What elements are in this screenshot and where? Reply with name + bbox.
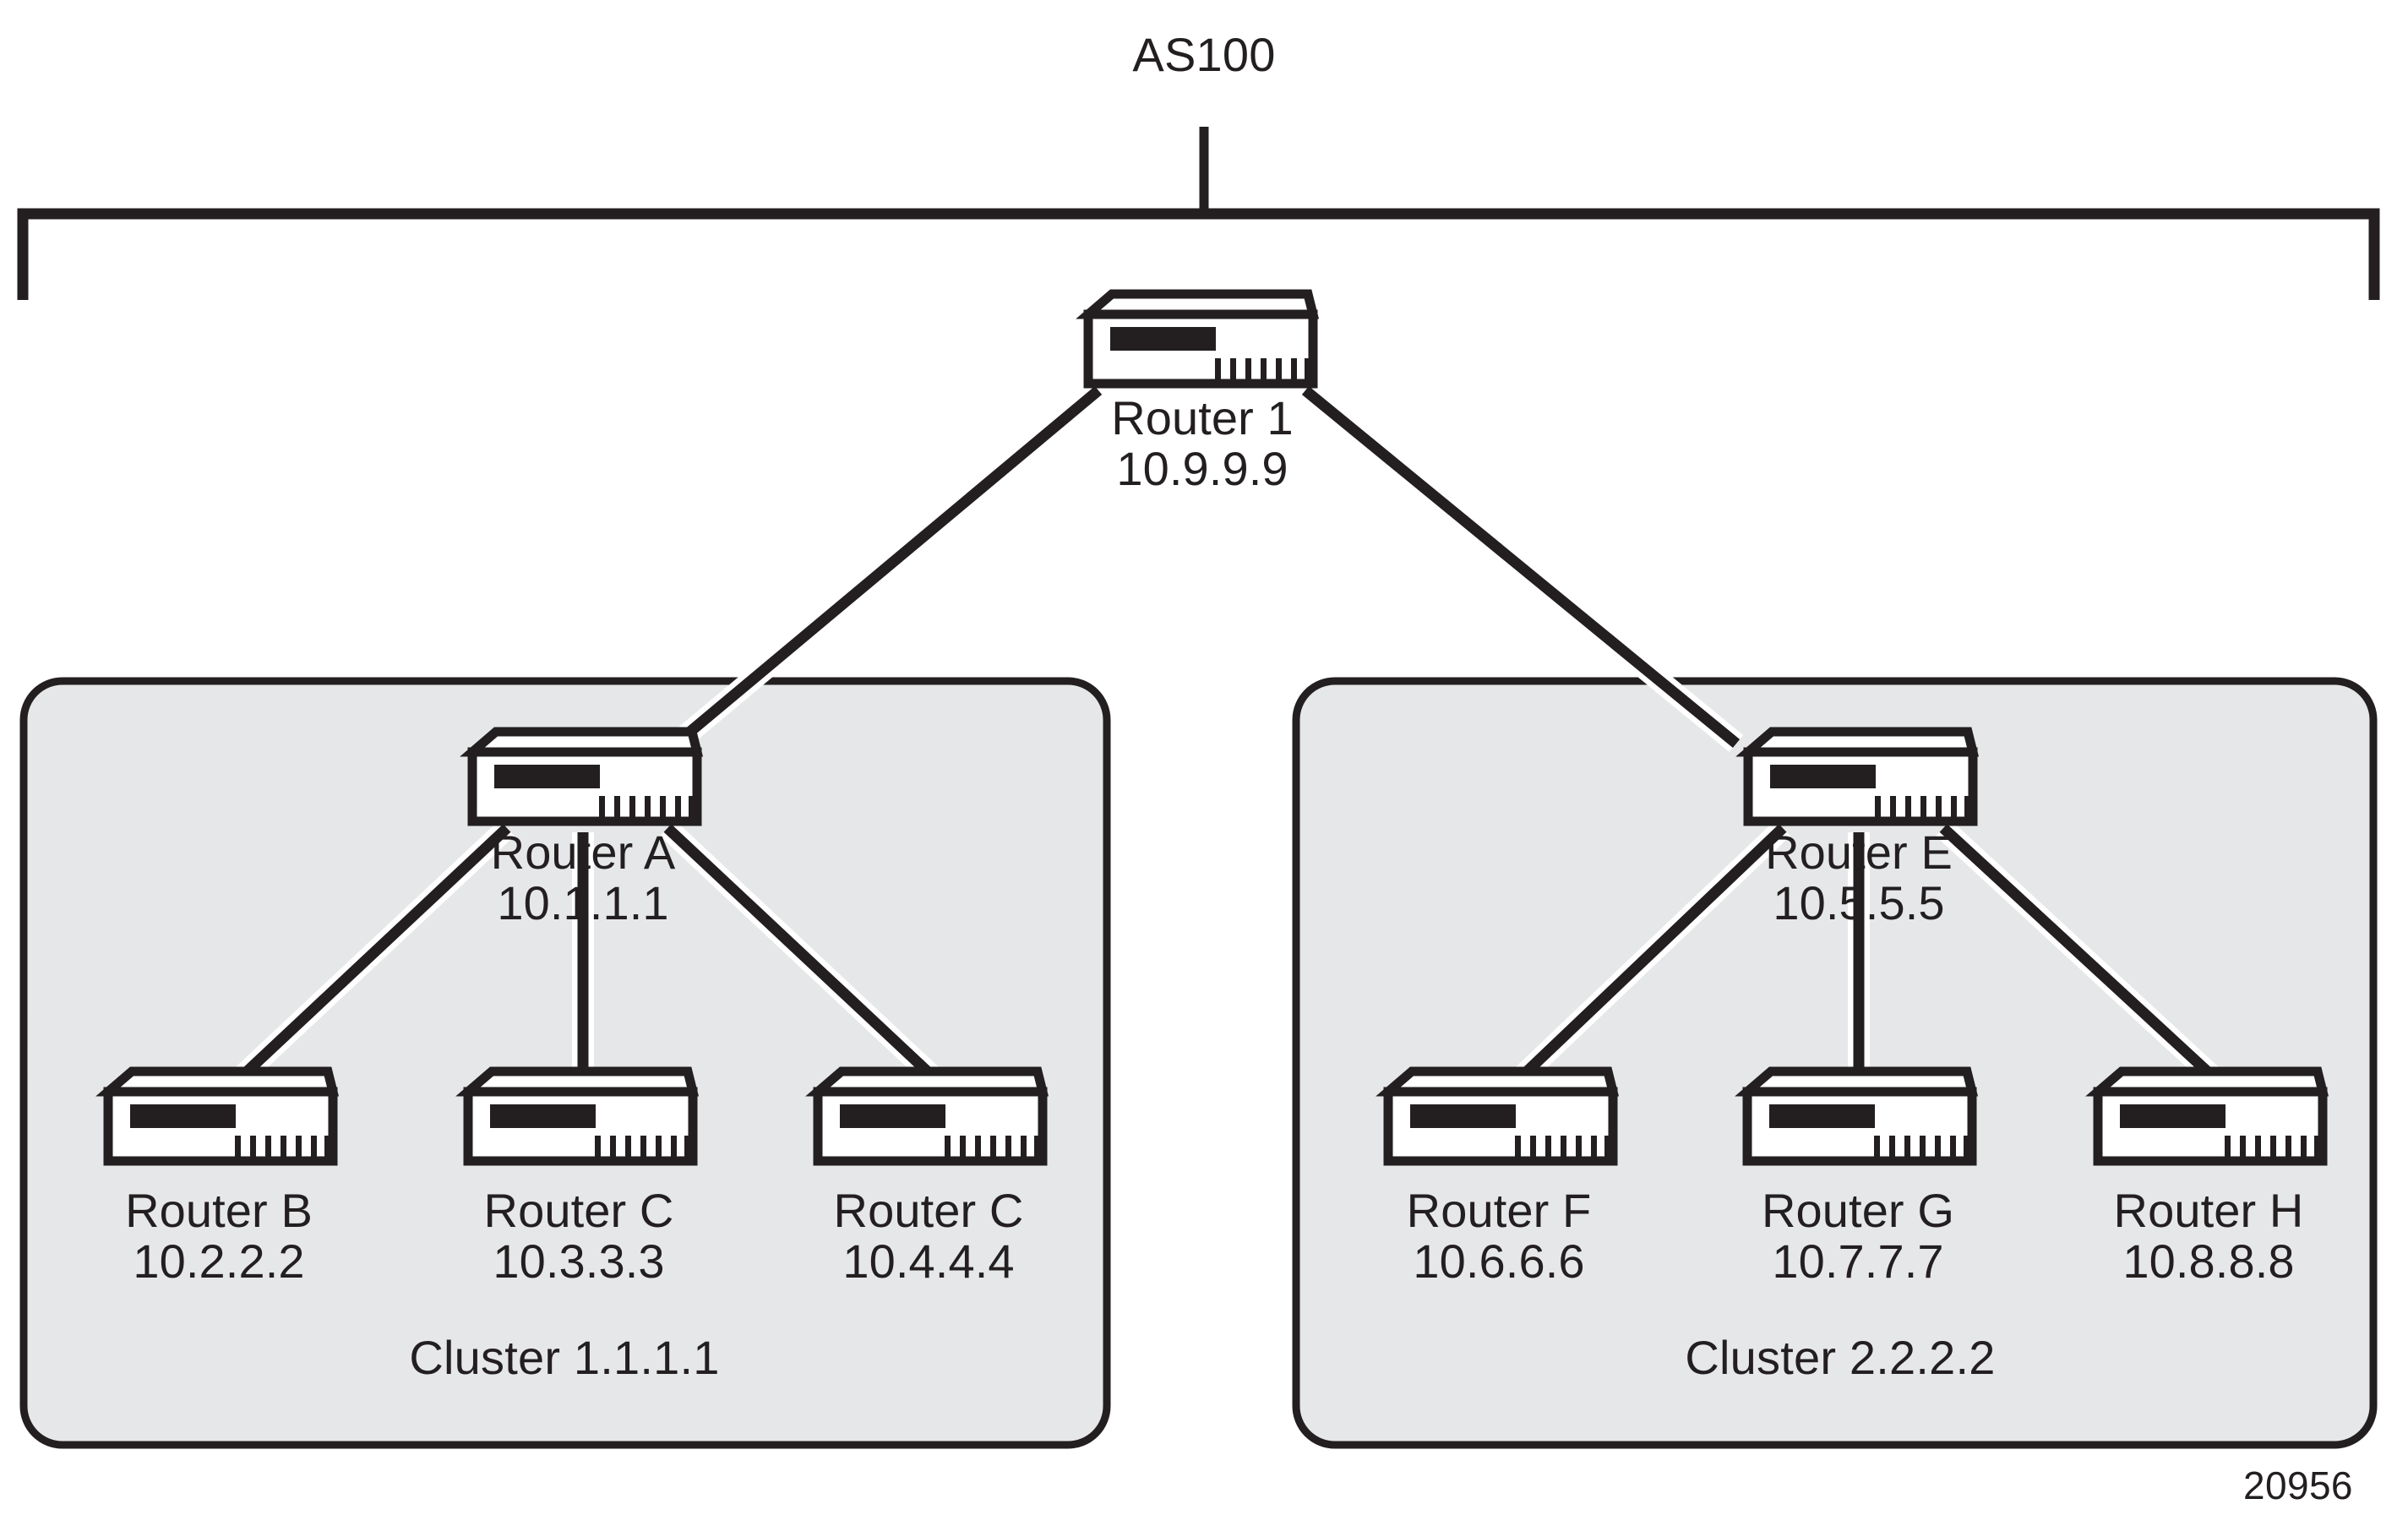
link-lines — [237, 385, 2218, 1082]
router1-ip: 10.9.9.9 — [1116, 442, 1288, 495]
router-icon-router1[interactable] — [1088, 294, 1313, 384]
link-router1-routerA — [672, 386, 1103, 748]
router-icon-routerE[interactable] — [1748, 732, 1973, 822]
routerB-ip: 10.2.2.2 — [133, 1234, 305, 1288]
routerG-ip: 10.7.7.7 — [1772, 1234, 1944, 1288]
cluster-1-label: Cluster 1.1.1.1 — [409, 1331, 720, 1384]
link-routerE-routerF — [1517, 824, 1787, 1082]
routerF-name: Router F — [1406, 1184, 1592, 1237]
router-icon-routerH[interactable] — [2098, 1071, 2323, 1162]
routerC1-ip: 10.3.3.3 — [493, 1234, 665, 1288]
cluster-box-1 — [19, 677, 1111, 1449]
link-routerA-routerB — [237, 824, 511, 1082]
routerG-name: Router G — [1762, 1184, 1954, 1237]
router-icon-routerF[interactable] — [1388, 1071, 1613, 1162]
router-icon-routerB[interactable] — [108, 1071, 333, 1162]
routerA-name: Router A — [490, 826, 676, 879]
routerC2-ip: 10.4.4.4 — [842, 1234, 1015, 1288]
link-router1-routerE — [1301, 385, 1741, 749]
routerF-ip: 10.6.6.6 — [1413, 1234, 1585, 1288]
figure-number: 20956 — [2243, 1463, 2353, 1507]
routerA-ip: 10.1.1.1 — [497, 876, 669, 929]
as100-bracket — [17, 208, 2380, 300]
router1-name: Router 1 — [1111, 391, 1294, 444]
router-icon-routerC2[interactable] — [818, 1071, 1043, 1162]
routerH-name: Router H — [2113, 1184, 2304, 1237]
router-icon-routerC1[interactable] — [468, 1071, 693, 1162]
cluster-2-label: Cluster 2.2.2.2 — [1685, 1331, 1996, 1384]
as-boundary-label: AS100 — [1132, 28, 1276, 81]
router-icon-routerA[interactable] — [472, 732, 697, 822]
routerE-name: Router E — [1765, 826, 1953, 879]
link-routerA-routerC2 — [663, 824, 938, 1082]
link-routerE-routerH — [1939, 824, 2218, 1082]
routerC1-name: Router C — [483, 1184, 674, 1237]
routerH-ip: 10.8.8.8 — [2122, 1234, 2295, 1288]
routerB-name: Router B — [125, 1184, 313, 1237]
cluster-box-2 — [1292, 677, 2378, 1449]
routerC2-name: Router C — [833, 1184, 1024, 1237]
routerE-ip: 10.5.5.5 — [1773, 876, 1945, 929]
router-icon-routerG[interactable] — [1747, 1071, 1972, 1162]
